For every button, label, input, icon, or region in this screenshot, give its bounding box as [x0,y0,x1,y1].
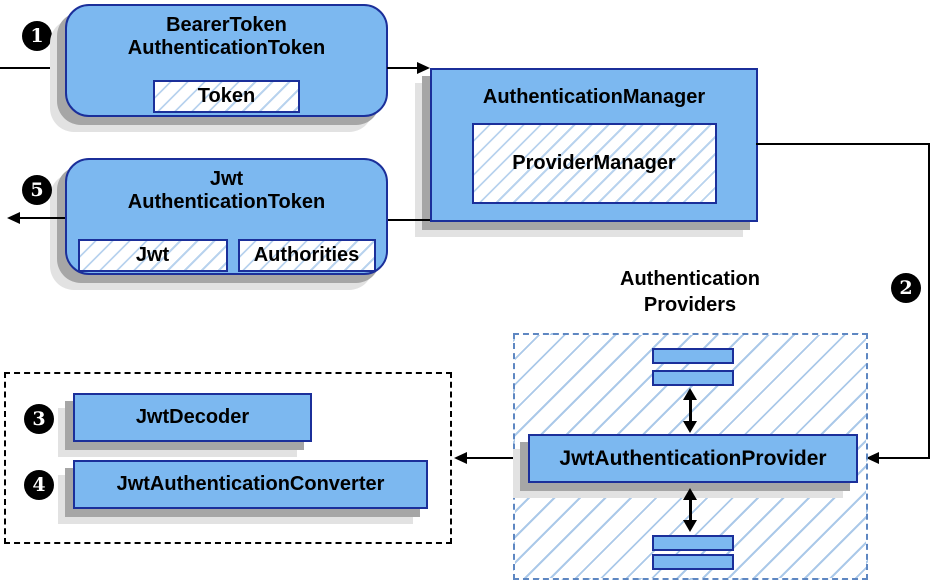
step-4-number: 4 [32,474,46,496]
bearer-to-manager-line [387,67,419,69]
provider-to-converter-line [465,457,513,459]
step-3-number: 3 [32,408,46,430]
bearer-token-title-line2: AuthenticationToken [127,37,326,59]
step-3-badge: 3 [24,404,54,434]
arrow-up-icon [683,488,697,500]
step-1-number: 1 [30,25,44,47]
manager-to-provider-line-bottom [877,457,930,459]
step-2-badge: 2 [891,273,921,303]
step-1-badge: 1 [22,21,52,51]
provider-stub-bar-bottom-2 [652,554,734,570]
jwt-token-fields: Jwt Authorities [77,239,376,272]
outgoing-result-arrowhead-icon [7,212,20,224]
authentication-providers-label-line1: Authentication [620,268,760,290]
step-5-badge: 5 [22,175,52,205]
provider-stub-bar-bottom-1 [652,535,734,551]
token-field-label: Token [197,85,256,107]
arrow-down-icon [683,421,697,433]
jwt-token-title-line2: AuthenticationToken [127,191,326,213]
authentication-manager-node: AuthenticationManager ProviderManager [430,68,758,222]
provider-stack-double-arrow-bottom [682,488,698,532]
authentication-providers-label: Authentication Providers [510,266,870,318]
step-4-badge: 4 [24,470,54,500]
arrow-shaft [688,500,692,520]
provider-stub-bar-top-1 [652,348,734,364]
token-field: Token [153,80,300,113]
step-5-number: 5 [30,179,44,201]
incoming-request-line [0,67,65,69]
provider-manager-box: ProviderManager [471,123,717,204]
authentication-manager-title: AuthenticationManager [482,86,706,108]
jwt-authentication-token-node: Jwt AuthenticationToken Jwt Authorities [65,158,388,275]
jwt-field-label: Jwt [135,244,170,266]
jwt-decoder-node: JwtDecoder [73,393,312,442]
jwt-decoder-title: JwtDecoder [135,406,250,428]
outgoing-result-line [18,217,65,219]
authorities-field-label: Authorities [253,244,360,266]
bearer-token-node-title: BearerToken AuthenticationToken [128,14,325,60]
jwt-authentication-provider-title: JwtAuthenticationProvider [559,446,827,470]
provider-manager-label: ProviderManager [512,152,676,174]
jwt-token-title-line1: Jwt [209,168,244,190]
jwt-field: Jwt [77,239,228,272]
manager-to-jwt-token-line [387,219,430,221]
arrow-shaft [688,400,692,421]
bearer-to-manager-arrowhead-icon [417,62,430,74]
manager-to-provider-line-vertical [928,143,930,459]
arrow-down-icon [683,520,697,532]
jwt-authentication-provider-node: JwtAuthenticationProvider [528,434,858,483]
provider-stack-double-arrow-top [682,388,698,433]
bearer-token-title-line1: BearerToken [166,14,287,36]
jwt-token-node-title: Jwt AuthenticationToken [128,168,325,214]
arrow-up-icon [683,388,697,400]
authentication-providers-label-line2: Providers [643,294,737,316]
manager-to-provider-line-top [756,143,930,145]
step-2-number: 2 [899,277,913,299]
jwt-authentication-converter-node: JwtAuthenticationConverter [73,460,428,509]
manager-to-provider-arrowhead-icon [866,452,879,464]
authorities-field: Authorities [237,239,376,272]
bearer-token-authentication-token-node: BearerToken AuthenticationToken Token [65,4,388,117]
jwt-authentication-converter-title: JwtAuthenticationConverter [116,473,385,495]
provider-to-converter-arrowhead-icon [454,452,467,464]
provider-stub-bar-top-2 [652,370,734,386]
